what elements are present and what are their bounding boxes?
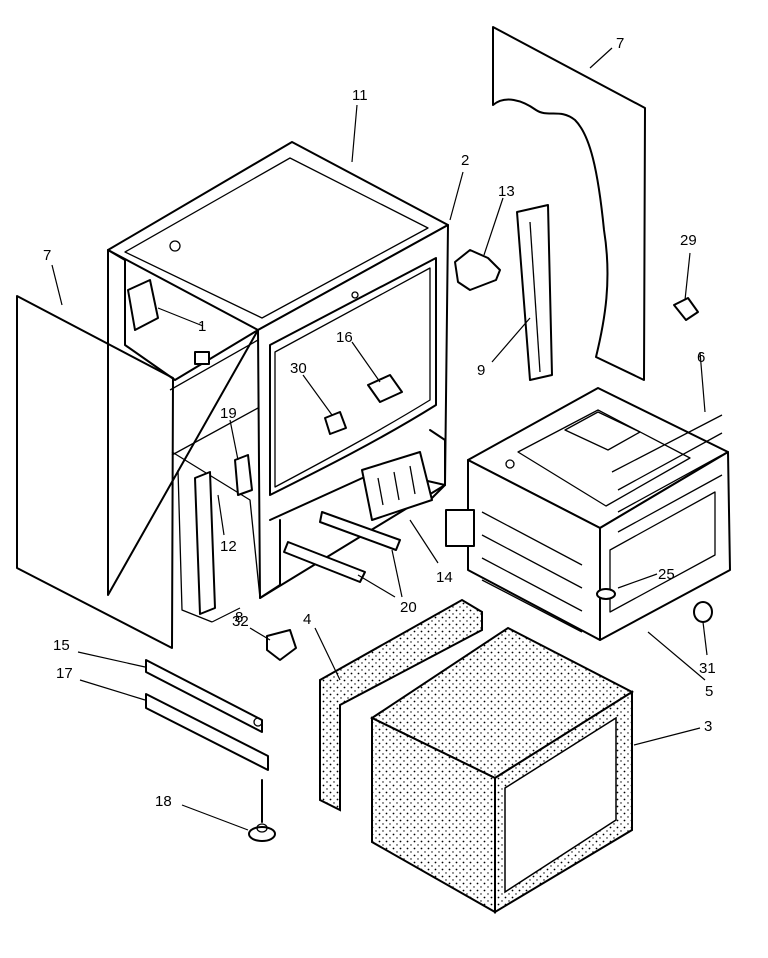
callout-11: 11 [352, 87, 368, 104]
rail-part-15 [145, 659, 263, 733]
bracket-part-19 [234, 454, 253, 496]
rail-part-9 [516, 204, 553, 381]
callout-16: 16 [336, 329, 353, 346]
leader-lines [51, 47, 708, 831]
side-panel [16, 295, 174, 649]
switch-part-16 [367, 374, 403, 403]
bracket-part-1 [127, 279, 159, 331]
leveling-leg-18 [248, 779, 276, 842]
bracket-part-12 [194, 471, 216, 615]
callout-8: 8 [235, 609, 243, 626]
callout-20: 20 [400, 599, 417, 616]
rear-panel [492, 26, 646, 381]
bracket-part-13 [454, 249, 501, 291]
brackets-part-20 [283, 511, 401, 583]
callout-18: 18 [155, 793, 172, 810]
clip-part-32 [266, 629, 297, 661]
callout-19: 19 [220, 405, 237, 422]
callout-4: 4 [303, 611, 311, 628]
callout-2: 2 [461, 152, 469, 169]
rail-part-17 [145, 693, 269, 771]
callout-31: 31 [699, 660, 716, 677]
callout-15: 15 [53, 637, 70, 654]
callout-7-rear-panel: 7 [616, 35, 624, 52]
callout-7-side-panel: 7 [43, 247, 51, 264]
bracket-part-8 [177, 469, 213, 623]
callout-13: 13 [498, 183, 515, 200]
callout-9: 9 [477, 362, 485, 379]
callout-29: 29 [680, 232, 697, 249]
block-part-30 [324, 411, 347, 435]
callout-5: 5 [705, 683, 713, 700]
callout-3: 3 [704, 718, 712, 735]
callout-labels: 1 2 3 4 5 6 7 7 8 9 11 12 13 14 15 16 17… [43, 35, 716, 810]
callout-30: 30 [290, 360, 307, 377]
callout-32: 32 [232, 613, 249, 630]
callout-6: 6 [697, 349, 705, 366]
insulation-part-4 [319, 598, 483, 812]
callout-17: 17 [56, 665, 73, 682]
plug-part-31 [693, 601, 713, 623]
terminal-block-14 [361, 451, 433, 521]
fastener-part-29 [673, 297, 699, 321]
callout-1: 1 [198, 318, 206, 335]
oven-liner [445, 387, 731, 641]
callout-25: 25 [658, 566, 675, 583]
callout-14: 14 [436, 569, 453, 586]
callout-12: 12 [220, 538, 237, 555]
insulation-part-3 [369, 626, 635, 914]
